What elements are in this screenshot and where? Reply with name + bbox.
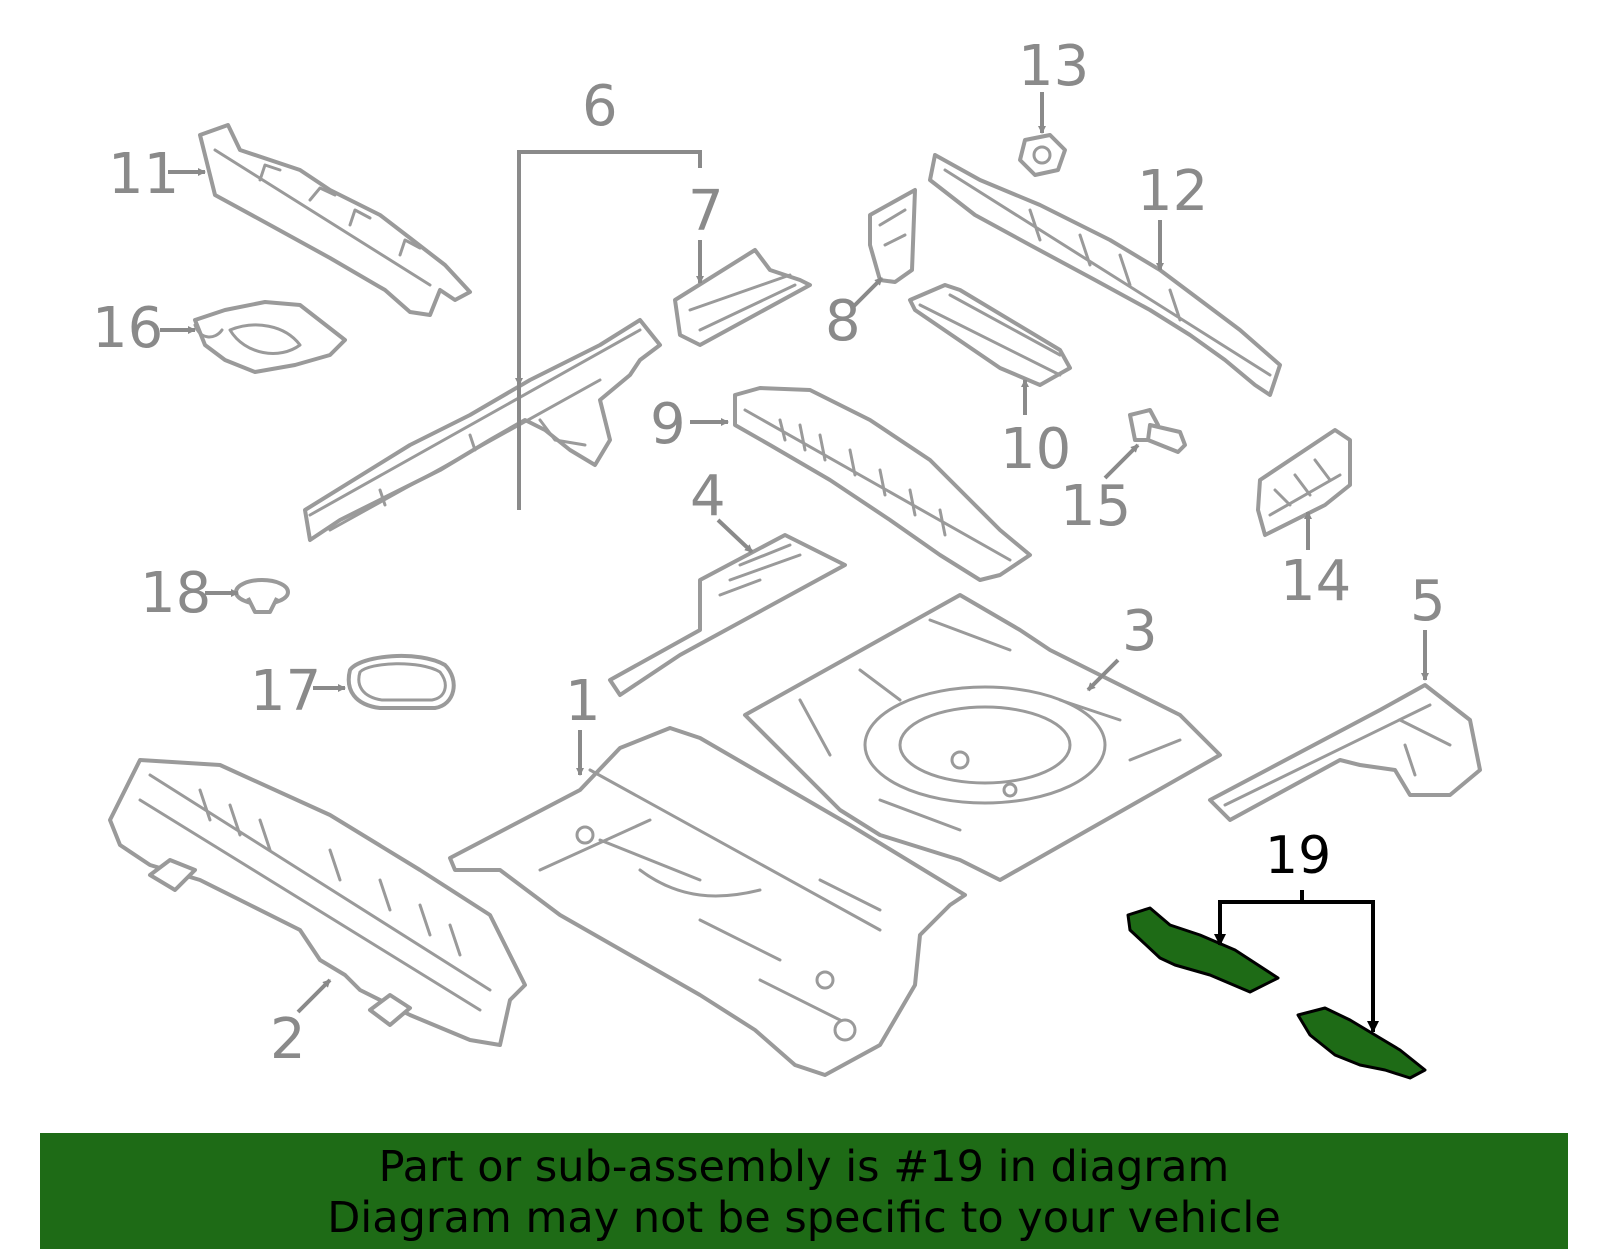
callout-13: 13	[1018, 34, 1089, 99]
info-banner: Part or sub-assembly is #19 in diagram D…	[40, 1133, 1568, 1249]
part-19-bracket-lower	[1296, 1006, 1427, 1080]
part-7-bracket	[673, 248, 812, 347]
callout-9: 9	[650, 392, 686, 457]
banner-line-2: Diagram may not be specific to your vehi…	[327, 1193, 1281, 1243]
part-19-bracket-upper	[1126, 906, 1280, 994]
callout-11: 11	[108, 142, 179, 207]
part-17-gasket	[346, 654, 456, 710]
part-11-rail	[198, 123, 472, 317]
callout-4: 4	[690, 464, 726, 529]
part-9-crossmember	[733, 386, 1032, 582]
callout-16: 16	[92, 296, 163, 361]
part-19-shape-lower	[1296, 1006, 1427, 1080]
callout-12: 12	[1137, 159, 1208, 224]
banner-line-1: Part or sub-assembly is #19 in diagram	[378, 1142, 1230, 1192]
callout-2: 2	[270, 1007, 306, 1072]
part-14-bracket	[1256, 428, 1352, 537]
part-13-nut	[1018, 133, 1067, 177]
callout-19: 19	[1265, 826, 1331, 886]
part-5-rail	[1208, 683, 1482, 822]
part-4-plate	[608, 533, 847, 697]
part-12-rail	[928, 153, 1282, 397]
callout-3: 3	[1122, 599, 1158, 664]
callout-5: 5	[1410, 569, 1446, 634]
part-8-bracket	[868, 188, 917, 284]
part-3-floor-pan	[743, 593, 1222, 882]
part-16-cover	[193, 300, 347, 374]
callout-15: 15	[1060, 474, 1131, 539]
callout-7: 7	[688, 179, 724, 244]
part-6-rail	[303, 318, 662, 542]
callout-17: 17	[250, 659, 321, 724]
callout-10: 10	[1000, 417, 1071, 482]
part-19-shape-upper	[1126, 906, 1280, 994]
part-18-plug	[234, 578, 290, 614]
callout-1: 1	[565, 669, 601, 734]
callout-14: 14	[1280, 549, 1351, 614]
part-10-rail	[908, 283, 1072, 387]
callout-18: 18	[140, 561, 211, 626]
part-1-floor	[448, 726, 967, 1077]
part-15-bolt	[1128, 408, 1187, 454]
callout-6: 6	[582, 74, 618, 139]
callout-8: 8	[825, 289, 861, 354]
part-2-panel	[108, 758, 527, 1047]
